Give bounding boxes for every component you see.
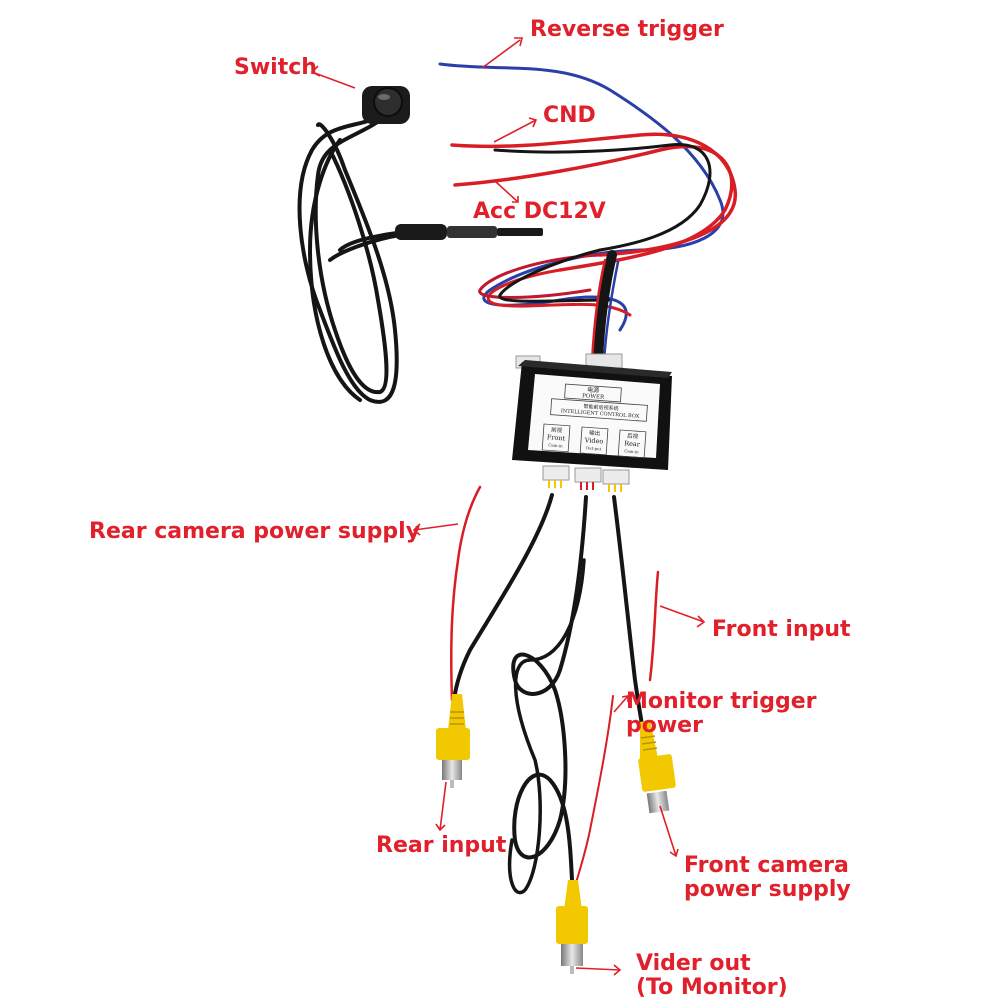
front-input-label: Front input [712, 617, 851, 642]
front-cn-label: 前视 [551, 426, 563, 435]
rear-sub-label: Cam-in [624, 448, 639, 454]
front-camera-power-line2: power supply [684, 877, 851, 902]
video-out-label: Vider out (To Monitor) [636, 952, 788, 1000]
video-sub-label: Out-put [586, 445, 602, 451]
rear-cn-label: 后视 [627, 432, 639, 441]
acc-dc12v-label: Acc DC12V [473, 199, 606, 224]
rca-rear-input [436, 694, 470, 788]
callout-arrows [310, 37, 706, 976]
video-out-line1: Vider out [636, 951, 751, 976]
lower-cables [450, 485, 660, 895]
box-title-cn: 智能前后视系统 [583, 403, 618, 412]
video-cn-label: 输出 [589, 429, 601, 438]
switch-button [362, 86, 410, 124]
switch-connector [395, 224, 543, 240]
control-box: 电源 POWER 智能前后视系统 INTELLIGENT CONTROL BOX… [512, 353, 672, 492]
front-sub-label: Cam-in [548, 442, 563, 448]
box-title-en: INTELLIGENT CONTROL BOX [561, 408, 640, 420]
power-cn-label: 电源 [587, 386, 600, 395]
switch-cable [297, 110, 407, 404]
cnd-label: CND [543, 103, 596, 128]
video-en-label: Video [584, 436, 604, 445]
power-harness [438, 62, 737, 365]
video-out-line2: (To Monitor) [636, 975, 788, 1000]
reverse-trigger-label: Reverse trigger [530, 17, 724, 42]
monitor-trigger-label: Monitor trigger power [626, 690, 817, 738]
rear-camera-power-label: Rear camera power supply [89, 519, 421, 544]
monitor-trigger-line1: Monitor trigger [626, 689, 817, 714]
switch-label: Switch [234, 55, 317, 80]
front-en-label: Front [547, 433, 566, 442]
rear-input-label: Rear input [376, 833, 507, 858]
rca-front-input [638, 720, 676, 814]
rca-video-out [556, 880, 588, 974]
front-camera-power-line1: Front camera [684, 853, 849, 878]
rear-en-label: Rear [624, 439, 641, 448]
monitor-trigger-line2: power [626, 713, 703, 738]
front-camera-power-label: Front camera power supply [684, 854, 851, 902]
power-en-label: POWER [582, 393, 605, 401]
